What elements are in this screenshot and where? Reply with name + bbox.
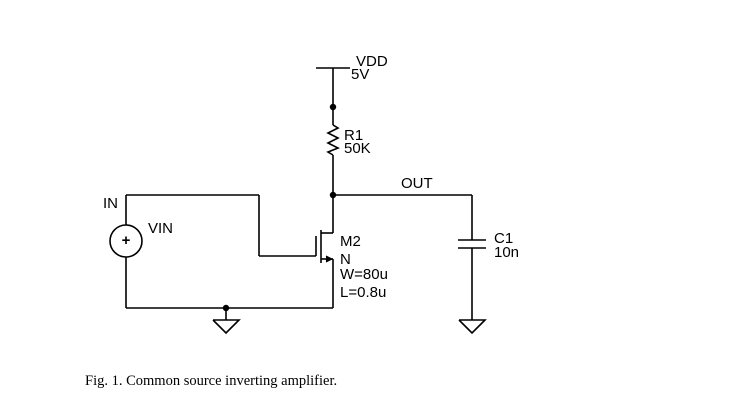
c1-name: C1 <box>494 230 513 247</box>
vdd-value: 5V <box>351 66 369 83</box>
circuit-schematic: + VDD 5V R1 50K OUT C1 10n IN VIN M2 N W… <box>103 53 519 335</box>
r1-value: 50K <box>344 140 371 157</box>
out-label: OUT <box>401 175 433 192</box>
vin-polarity: + <box>122 232 131 249</box>
m2-length: L=0.8u <box>340 284 386 301</box>
figure-caption: Fig. 1. Common source inverting amplifie… <box>85 373 338 389</box>
r1-resistor <box>326 124 340 156</box>
c1-value: 10n <box>494 244 519 261</box>
m2-name: M2 <box>340 233 361 250</box>
in-label: IN <box>103 195 118 212</box>
m2-source-arrow <box>325 255 334 263</box>
vin-name: VIN <box>148 220 173 237</box>
c1-ground-symbol <box>458 319 487 335</box>
m2-type: N <box>340 251 351 268</box>
r1-name: R1 <box>344 127 363 144</box>
ground-symbol <box>212 319 241 335</box>
m2-width: W=80u <box>340 266 388 283</box>
vdd-node-dot <box>329 103 337 111</box>
vdd-name: VDD <box>356 53 388 70</box>
